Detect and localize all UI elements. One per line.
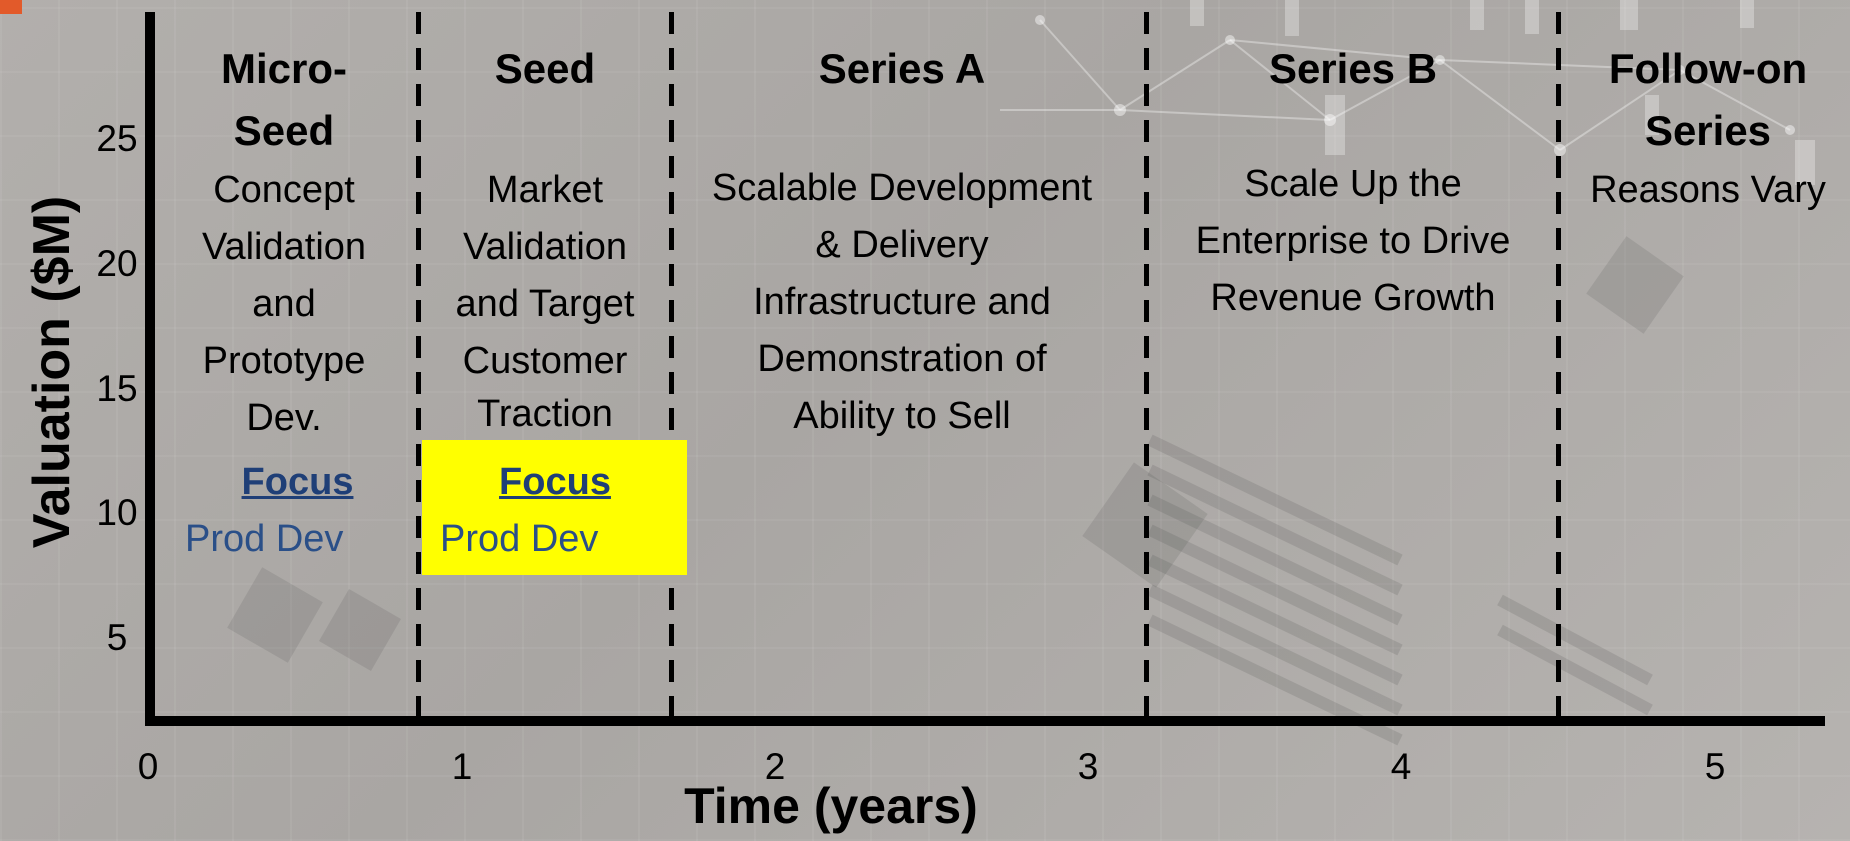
x-tick-1: 1 bbox=[451, 746, 473, 787]
stage-description-line: Scalable Development bbox=[711, 167, 1093, 209]
stage-title: Seed bbox=[494, 45, 596, 92]
stage-description-line: Concept bbox=[213, 169, 355, 211]
y-tick-10: 10 bbox=[96, 492, 138, 533]
stage-divider bbox=[669, 12, 674, 718]
x-tick-5: 5 bbox=[1704, 746, 1726, 787]
y-tick-15: 15 bbox=[96, 368, 138, 409]
stage-divider bbox=[1144, 12, 1149, 718]
y-axis-line bbox=[145, 12, 155, 726]
stage-description-line: and bbox=[252, 283, 316, 325]
stage-divider bbox=[416, 12, 421, 718]
x-tick-0: 0 bbox=[137, 746, 159, 787]
stage-micro-seed: Micro- Seed Concept Validation and Proto… bbox=[154, 38, 414, 447]
focus-item: Prod Dev bbox=[440, 518, 599, 560]
x-tick-3: 3 bbox=[1077, 746, 1099, 787]
stage-description-line: Validation bbox=[462, 226, 628, 268]
y-tick-20: 20 bbox=[96, 243, 138, 284]
stage-description-line: Traction bbox=[477, 393, 613, 435]
stage-description-line: Enterprise to Drive bbox=[1195, 220, 1511, 262]
x-tick-2: 2 bbox=[764, 746, 786, 787]
stage-description-line: Prototype bbox=[202, 340, 366, 382]
stage-description-line: Demonstration of bbox=[757, 338, 1047, 380]
focus-heading: Focus bbox=[241, 461, 354, 503]
focus-block-seed: Focus Prod Dev bbox=[440, 454, 670, 568]
stage-description-line: and Target bbox=[455, 283, 635, 325]
stage-description-line: Reasons Vary bbox=[1590, 169, 1826, 211]
stage-title: Follow-on bbox=[1608, 45, 1808, 92]
stage-description-line: Ability to Sell bbox=[793, 395, 1011, 437]
x-axis-label: Time (years) bbox=[684, 778, 978, 834]
y-tick-25: 25 bbox=[96, 118, 138, 159]
stage-description-line: Dev. bbox=[246, 397, 322, 439]
stage-description-line: Customer bbox=[462, 340, 628, 382]
stage-series-b: Series B Scale Up the Enterprise to Driv… bbox=[1153, 38, 1553, 327]
stage-seed: Seed Market Validation and Target Custom… bbox=[425, 38, 665, 443]
y-tick-5: 5 bbox=[106, 617, 128, 658]
focus-heading: Focus bbox=[499, 461, 611, 503]
stage-title: Seed bbox=[233, 107, 335, 154]
stage-divider bbox=[1556, 12, 1561, 718]
focus-highlight bbox=[422, 440, 687, 575]
stage-description-line: & Delivery bbox=[815, 224, 989, 266]
focus-item: Prod Dev bbox=[185, 518, 344, 560]
x-axis-line bbox=[145, 716, 1825, 726]
stage-description-line: Revenue Growth bbox=[1210, 277, 1496, 319]
stage-title: Series B bbox=[1268, 45, 1438, 92]
focus-block-micro-seed: Focus Prod Dev bbox=[185, 454, 390, 568]
stage-follow-on-series: Follow-on Series Reasons Vary bbox=[1573, 38, 1843, 219]
stage-title: Series bbox=[1644, 107, 1772, 154]
stage-title: Micro- bbox=[221, 45, 347, 92]
stage-description-line: Infrastructure and bbox=[753, 281, 1051, 323]
stage-series-a: Series A Scalable Development & Delivery… bbox=[677, 38, 1127, 445]
stage-description-line: Validation bbox=[201, 226, 367, 268]
corner-accent bbox=[0, 0, 22, 14]
stage-title: Series A bbox=[818, 45, 986, 92]
stage-description-line: Scale Up the bbox=[1244, 163, 1462, 205]
y-axis-label: Valuation ($M) bbox=[23, 195, 81, 549]
x-tick-4: 4 bbox=[1390, 746, 1412, 787]
stage-description-line: Market bbox=[486, 169, 604, 211]
